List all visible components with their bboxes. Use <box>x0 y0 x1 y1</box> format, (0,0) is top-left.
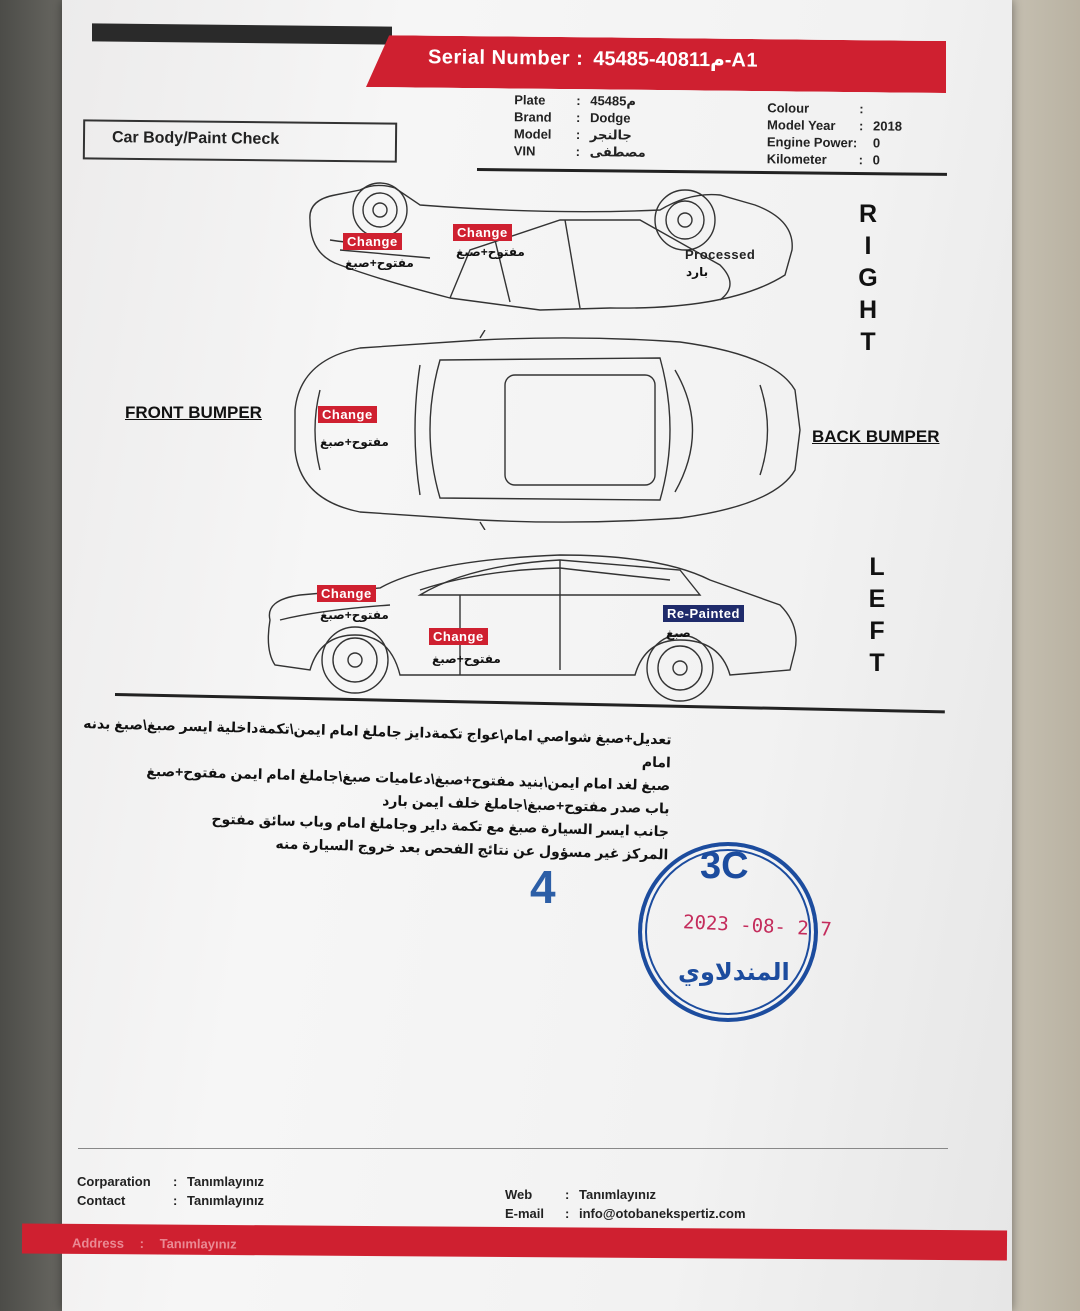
note-hood: مفتوح+صبغ <box>320 435 389 449</box>
note-left-rear: صبغ <box>666 626 691 640</box>
note-left-fender: مفتوح+صبغ <box>320 608 389 622</box>
plate-label: Plate <box>514 92 546 108</box>
brand-value: Dodge <box>590 110 631 126</box>
header-dark-bar <box>92 23 392 45</box>
model-value: جالنجر <box>589 127 632 143</box>
web-label: Web <box>505 1187 533 1202</box>
car-right-side-diagram <box>309 182 793 311</box>
serial-number-label: Serial Number : <box>427 46 584 70</box>
status-badge-hood: Change <box>318 406 377 423</box>
vin-label: VIN <box>513 143 536 159</box>
car-left-side-diagram <box>267 554 797 702</box>
page-title: Car Body/Paint Check <box>111 129 280 148</box>
handwritten-number: 4 <box>530 861 556 913</box>
vin-value: مصطفى <box>589 144 646 160</box>
note-right-rear: مفتوح+صبغ <box>345 256 414 270</box>
model-label: Model <box>513 126 552 142</box>
side-label-right: R I G H T <box>858 200 878 356</box>
corporation-label: Corparation <box>77 1174 151 1189</box>
email-link[interactable]: info@otobanekspertiz.com <box>579 1206 746 1221</box>
car-top-view-diagram <box>294 330 801 530</box>
model-year-label: Model Year <box>767 117 836 134</box>
inspection-report-page <box>62 0 1012 1311</box>
engine-power-label: Engine Power: <box>766 134 858 151</box>
vehicle-info-right: Colour: Model Year:2018 Engine Power:0 K… <box>766 100 903 168</box>
stamp-name: المندلاوي <box>678 959 790 986</box>
remarks-text: تعديل+صبغ شواصي امام\عواج تكمةدايز جاملغ… <box>68 712 672 867</box>
footer-left: Corparation:Tanımlayınız Contact:Tanımla… <box>77 1174 265 1208</box>
status-badge-left-fender: Change <box>317 585 376 602</box>
address-label: Address <box>71 1235 125 1251</box>
status-badge-right-front: Processed <box>685 247 756 262</box>
corporation-value: Tanımlayınız <box>187 1174 265 1189</box>
back-bumper-label: BACK BUMPER <box>812 427 940 446</box>
brand-label: Brand <box>514 109 552 125</box>
address-line: Address : Tanımlayınız <box>71 1235 237 1252</box>
status-badge-right-rear-door: Change <box>453 224 512 241</box>
status-badge-left-front-door: Change <box>429 628 488 645</box>
note-right-rear-door: مفتوح+صبغ <box>456 245 525 259</box>
serial-number-value: م40811-45485-A1 <box>593 47 759 72</box>
front-bumper-label: FRONT BUMPER <box>125 403 262 422</box>
background-left <box>0 0 70 1311</box>
status-badge-right-rear: Change <box>343 233 402 250</box>
web-value: Tanımlayınız <box>579 1187 657 1202</box>
serial-number: Serial Number : م40811-45485-A1 <box>428 44 768 73</box>
email-label: E-mail <box>505 1206 545 1221</box>
note-left-front-door: مفتوح+صبغ <box>432 652 501 666</box>
kilometer-value: 0 <box>872 152 881 168</box>
address-value: Tanımlayınız <box>159 1236 237 1252</box>
stamp-code: 3C <box>700 845 749 887</box>
engine-power-value: 0 <box>872 135 881 151</box>
contact-label: Contact <box>77 1193 126 1208</box>
inspection-stamp <box>638 842 818 1022</box>
kilometer-label: Kilometer <box>766 151 827 167</box>
footer-divider <box>78 1148 948 1149</box>
model-year-value: 2018 <box>873 118 903 134</box>
vehicle-info-left: Plate:م45485 Brand:Dodge Model:جالنجر VI… <box>513 92 646 160</box>
note-right-front: بارد <box>686 265 709 279</box>
colour-label: Colour <box>767 100 810 116</box>
side-label-left: L E F T <box>868 553 886 677</box>
plate-value: م45485 <box>590 93 637 109</box>
footer-right: Web:Tanımlayınız E-mail:info@otobanekspe… <box>505 1187 746 1221</box>
status-badge-left-rear: Re-Painted <box>663 605 744 622</box>
contact-value: Tanımlayınız <box>187 1193 265 1208</box>
